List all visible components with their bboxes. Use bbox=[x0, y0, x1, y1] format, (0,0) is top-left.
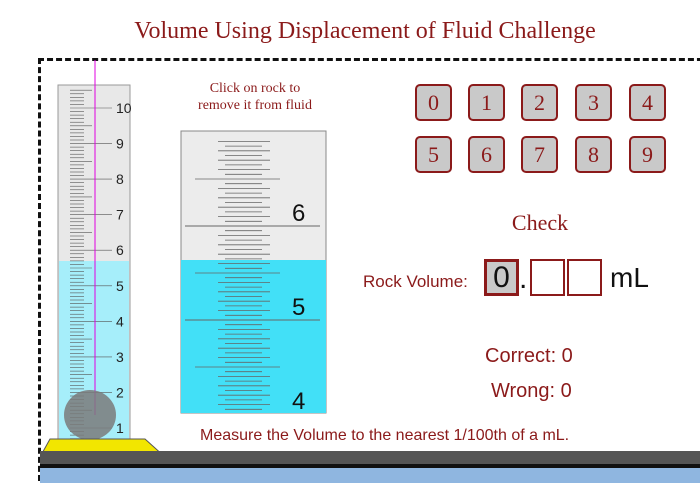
cylinder-label-8: 8 bbox=[116, 171, 124, 187]
digit-button-7[interactable]: 7 bbox=[521, 136, 558, 173]
answer-digit-hundredths[interactable] bbox=[567, 259, 602, 296]
digit-button-4[interactable]: 4 bbox=[629, 84, 666, 121]
digit-button-6[interactable]: 6 bbox=[468, 136, 505, 173]
rock[interactable] bbox=[64, 390, 116, 440]
zoom-fluid bbox=[181, 260, 326, 413]
digit-button-3[interactable]: 3 bbox=[575, 84, 612, 121]
table-front bbox=[40, 468, 700, 483]
check-button[interactable]: Check bbox=[511, 210, 569, 235]
digit-button-9[interactable]: 9 bbox=[629, 136, 666, 173]
zoom-label-4: 4 bbox=[292, 388, 305, 415]
zoom-label-5: 5 bbox=[292, 294, 305, 321]
page-title: Volume Using Displacement of Fluid Chall… bbox=[134, 18, 596, 44]
cylinder-label-7: 7 bbox=[116, 207, 124, 223]
instruction-line-2: remove it from fluid bbox=[198, 98, 312, 113]
cylinder-label-5: 5 bbox=[116, 278, 124, 294]
wrong-count: Wrong: 0 bbox=[491, 380, 572, 402]
zoom-scale-labels: 6 5 4 bbox=[292, 200, 305, 415]
table-surface bbox=[40, 451, 700, 464]
digit-button-5[interactable]: 5 bbox=[415, 136, 452, 173]
cylinder-scale-labels: 10 9 8 7 6 5 4 3 2 1 bbox=[116, 100, 132, 436]
cylinder-label-4: 4 bbox=[116, 313, 124, 329]
table-line bbox=[40, 464, 700, 468]
instruction-line-1: Click on rock to bbox=[209, 81, 301, 96]
decimal-point: . bbox=[519, 262, 528, 295]
correct-count: Correct: 0 bbox=[485, 345, 573, 367]
workspace-border bbox=[38, 58, 700, 481]
digit-button-8[interactable]: 8 bbox=[575, 136, 612, 173]
zoomed-scale-view: 6 5 4 bbox=[180, 130, 327, 415]
cylinder-label-9: 9 bbox=[116, 136, 124, 152]
graduated-cylinder: 10 9 8 7 6 5 4 3 2 1 bbox=[40, 60, 167, 458]
instruction-text: Click on rock to remove it from fluid bbox=[180, 80, 330, 114]
zoom-label-6: 6 bbox=[292, 200, 305, 227]
zoom-ticks bbox=[185, 140, 320, 410]
cylinder-label-6: 6 bbox=[116, 242, 124, 258]
cylinder-label-1: 1 bbox=[116, 420, 124, 436]
cylinder-label-2: 2 bbox=[116, 384, 124, 400]
digit-button-2[interactable]: 2 bbox=[521, 84, 558, 121]
digit-button-1[interactable]: 1 bbox=[468, 84, 505, 121]
footer-instruction: Measure the Volume to the nearest 1/100t… bbox=[200, 427, 570, 444]
digit-button-0[interactable]: 0 bbox=[415, 84, 452, 121]
answer-digit-tenths[interactable] bbox=[530, 259, 565, 296]
rock-volume-label: Rock Volume: bbox=[363, 272, 468, 291]
answer-digit-ones[interactable]: 0 bbox=[484, 259, 519, 296]
cylinder-label-10: 10 bbox=[116, 100, 132, 116]
unit-label: mL bbox=[610, 262, 649, 293]
cylinder-label-3: 3 bbox=[116, 349, 124, 365]
